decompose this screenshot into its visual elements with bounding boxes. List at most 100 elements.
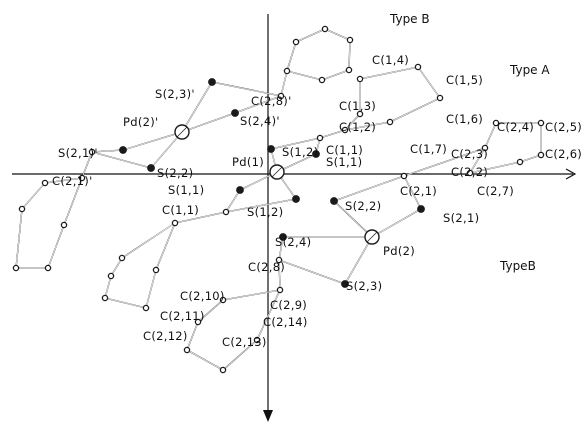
atom-s21b: [417, 205, 425, 213]
bond-inner-c213-c214: [222, 339, 258, 371]
atom-c17a: [386, 118, 394, 126]
atom-s22p: [147, 164, 155, 172]
bond-inner-c12b-c13b: [121, 222, 176, 259]
bond-inner-c17b-c12b: [155, 222, 176, 271]
label-C213: C(2,13): [222, 335, 267, 349]
atom-c14b: [107, 272, 115, 280]
bond-inner-c212-c213: [186, 349, 224, 371]
label-Pd2: Pd(2): [383, 244, 415, 258]
atom-c16a: [436, 94, 444, 102]
bond-inner-pd2-s23: [344, 236, 373, 285]
label-C17: C(1,7): [410, 142, 447, 156]
atom-s24: [279, 233, 287, 241]
atom-c28p: [277, 92, 285, 100]
atom-c21p: [88, 148, 96, 156]
label-C15: C(1,5): [446, 73, 483, 87]
horizontal-axis-arrowhead: [565, 168, 577, 180]
bond-inner-c11a-c12a: [319, 129, 346, 139]
bond-inner-c212p-c213p: [348, 39, 351, 71]
label-S24: S(2,4): [275, 235, 311, 249]
bond-inner-c14b-c15b: [104, 275, 112, 299]
label-C12: C(1,2): [339, 120, 376, 134]
bond-inner-c13b-c14b: [110, 257, 123, 277]
bond-inner-c12a-c13a: [344, 113, 361, 131]
atom-c26p: [44, 264, 52, 272]
type-b-top-label: Type B: [389, 12, 430, 26]
atom-c14a: [356, 75, 364, 83]
atom-c11a: [316, 134, 324, 142]
bond-inner-s22b-c21b: [333, 175, 405, 202]
label-S23p: S(2,3)': [155, 87, 195, 101]
atom-layer: [12, 25, 545, 374]
label-C21p: C(2,1)': [52, 174, 93, 188]
bond-inner-c211-c212: [186, 321, 199, 351]
atom-c214p: [318, 76, 326, 84]
bond-inner-c23p-c24p: [21, 182, 46, 210]
bond-inner-c21b-c22b: [403, 147, 486, 177]
bond-inner-pd2p-s23p: [181, 81, 213, 133]
label-S11b: S(1,1): [168, 183, 204, 197]
atom-c15a: [414, 63, 422, 71]
label-S21b: S(2,1): [443, 211, 479, 225]
bond-inner-s21p-c21p: [91, 149, 124, 153]
type-a-label: Type A: [509, 63, 550, 77]
atom-c15b: [101, 294, 109, 302]
bond-inner-c17a-c12a: [344, 121, 391, 131]
atom-c12b: [171, 219, 179, 227]
bond-inner-c25b-c26b: [519, 154, 542, 163]
bond-inner-c211p-c212p: [324, 28, 351, 41]
bond-inner-pd2p-s22p: [150, 131, 183, 169]
label-S12a: S(1,2): [282, 145, 318, 159]
atom-s12b: [292, 195, 300, 203]
bond-inner-c11b-c12b: [174, 211, 227, 224]
label-C22: C(2,2): [451, 165, 488, 179]
bond-inner-pd2-s22b: [333, 200, 373, 238]
atom-c22b: [481, 144, 489, 152]
bond-inner-c21p-c22p: [81, 151, 93, 179]
atom-c27p: [60, 221, 68, 229]
bond-inner-c27b-c22b: [469, 147, 486, 174]
atom-s11a: [312, 150, 320, 158]
atom-c213p: [345, 66, 353, 74]
bond-inner-c22b-c23b: [484, 122, 497, 149]
atom-c25b: [537, 151, 545, 159]
label-C28: C(2,8): [248, 260, 285, 274]
atom-s12a: [267, 145, 275, 153]
atom-c23b: [492, 119, 500, 127]
label-C23: C(2,3): [451, 147, 488, 161]
label-C25: C(2,5): [545, 120, 581, 134]
atom-c211p: [321, 25, 329, 33]
bond-inner-c213p-c214p: [321, 69, 350, 81]
label-S21p: S(2,1)': [58, 146, 98, 160]
atom-s11b: [236, 186, 244, 194]
atom-c212p: [346, 36, 354, 44]
atom-c25p: [12, 264, 20, 272]
label-S23: S(2,3): [346, 279, 382, 293]
bond-inner-c210-c211: [197, 299, 224, 323]
label-C212: C(2,12): [143, 329, 188, 343]
atom-c28: [275, 256, 283, 264]
bond-inner-c210p-c211p: [295, 28, 326, 43]
atom-c24p: [18, 205, 26, 213]
bond-inner-c24p-c25p: [15, 208, 23, 269]
bond-inner-c28p-c29p: [280, 70, 288, 97]
bond-inner-c15b-c16b: [104, 297, 147, 309]
atom-c13a: [356, 110, 364, 118]
atom-c212: [183, 346, 191, 354]
label-Pd2p: Pd(2)': [123, 115, 159, 129]
atom-labels: S(2,3)' C(2,8)' Pd(2)' S(2,4)' S(2,1)' C…: [52, 53, 581, 349]
bond-inner-pd2p-s21p: [122, 131, 183, 151]
vertical-axis-arrowhead: [263, 410, 273, 422]
atom-c210p: [292, 38, 300, 46]
atom-c26b: [516, 158, 524, 166]
label-S12b: S(1,2): [247, 205, 283, 219]
bond-inner-c214p-c29p: [286, 70, 323, 81]
bond-inner-pd2p-s24p: [181, 112, 236, 133]
atom-s23p: [208, 78, 216, 86]
bond-inner-c16b-c17b: [145, 269, 157, 309]
bond-inner-c214-c29: [256, 289, 281, 341]
bond-inner-c26b-c27b: [469, 161, 521, 174]
bond-inner-c29-c210: [222, 289, 281, 301]
atom-c17b: [152, 266, 160, 274]
